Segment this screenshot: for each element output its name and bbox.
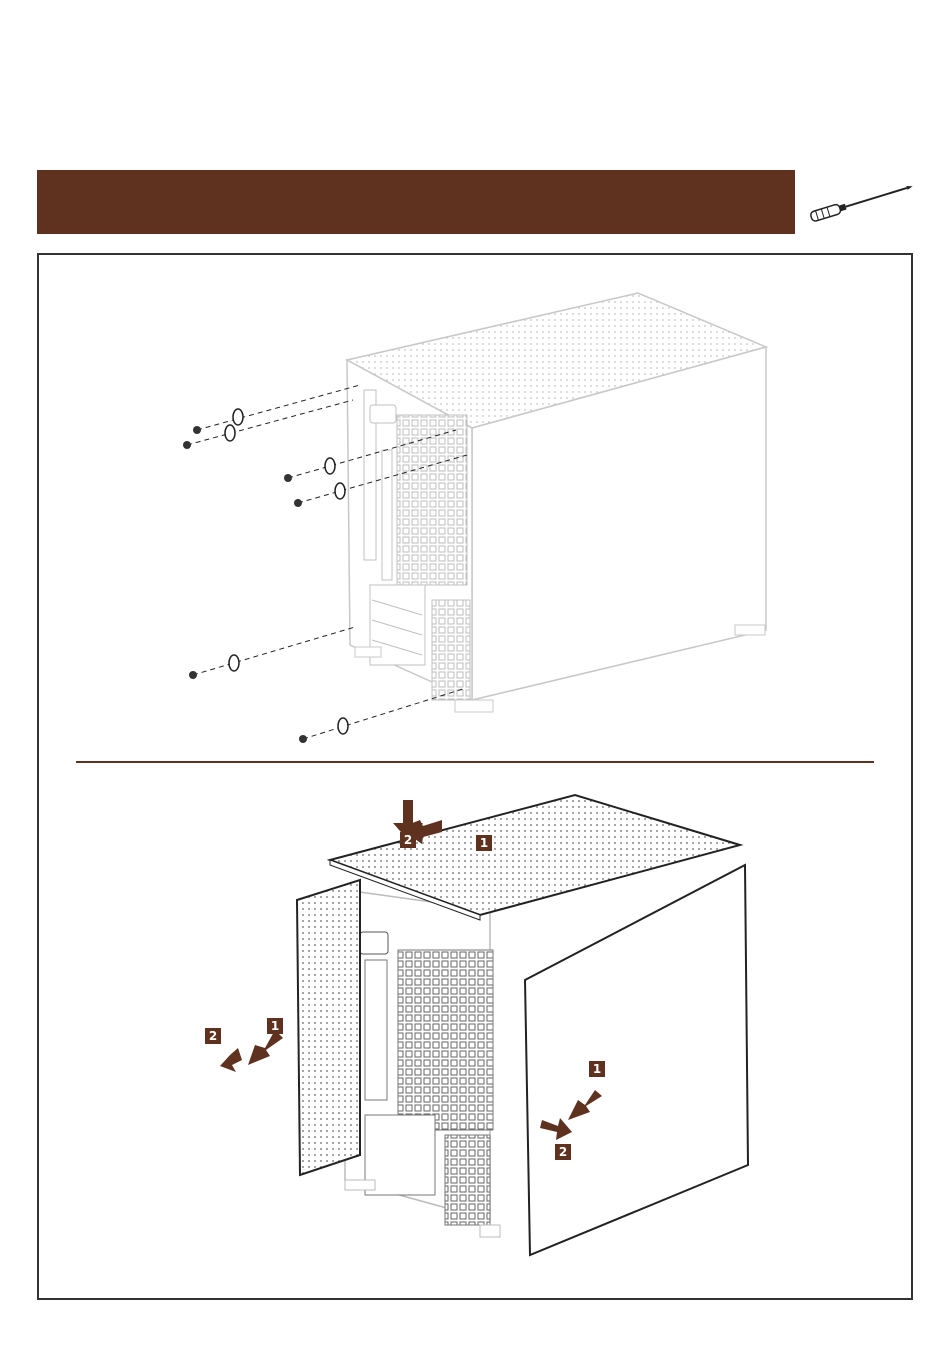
section-divider [76,761,874,763]
badge-top-1: 1 [480,836,488,850]
badge-top-2: 2 [404,833,412,847]
badge-right-1: 1 [593,1062,601,1076]
badge-right-2: 2 [559,1145,567,1159]
section-header-bar [37,170,795,234]
badge-left-1: 1 [271,1019,279,1033]
case-rear-screws-illustration [150,275,810,755]
badge-left-2: 2 [209,1029,217,1043]
screwdriver-icon [805,180,917,224]
case-panels-removal-illustration: 2 1 2 1 1 2 [180,780,800,1270]
